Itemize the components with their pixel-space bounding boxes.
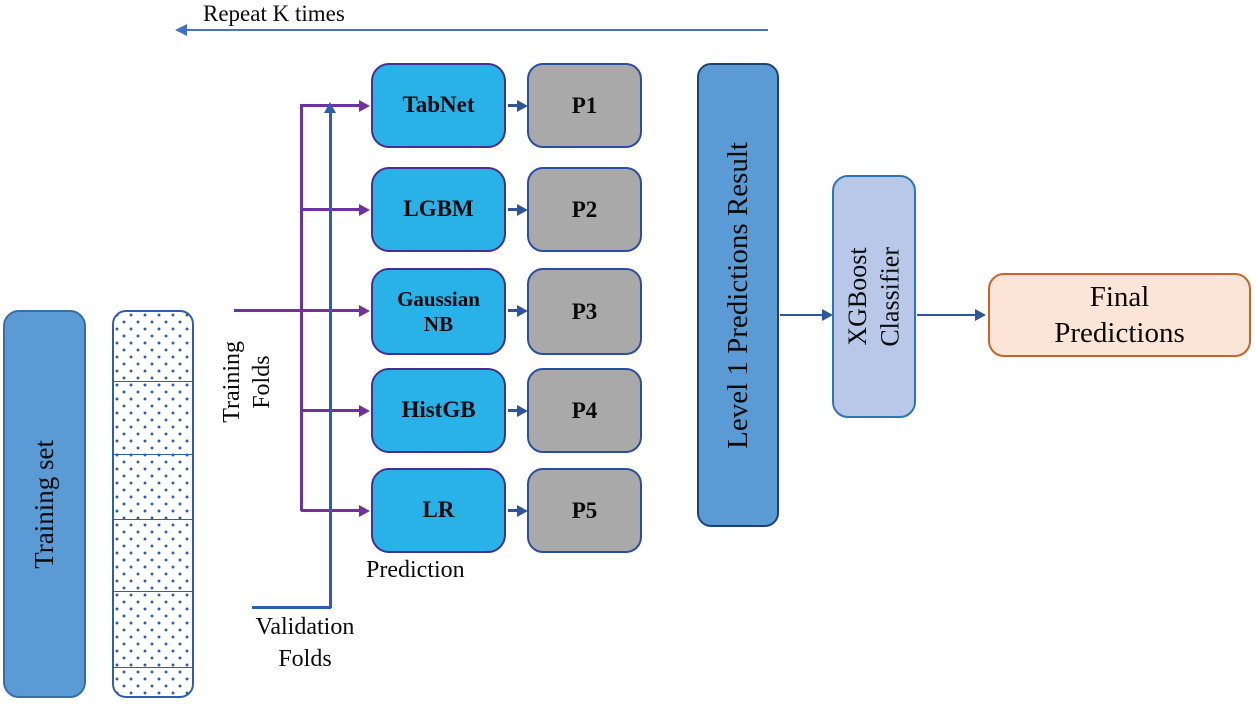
arrow-to-tabnet-head-icon	[359, 99, 370, 112]
model-box-lgbm: LGBM	[371, 167, 506, 252]
repeat-k-times-label: Repeat K times	[203, 1, 345, 26]
xgboost-classifier-box: XGBoost Classifier	[832, 175, 916, 418]
prediction-label-p3: P3	[571, 298, 598, 324]
final-predictions-box: Final Predictions	[988, 273, 1251, 357]
arrow-xgboost-final	[917, 313, 975, 317]
arrow-to-gaussiannb-head-icon	[359, 304, 370, 317]
model-label-lgbm: LGBM	[403, 196, 474, 222]
prediction-box-p5: P5	[527, 468, 642, 553]
prediction-caption: Prediction	[366, 557, 465, 583]
validation-folds-line-vertical	[329, 113, 332, 608]
prediction-box-p1: P1	[527, 63, 642, 148]
training-folds-label-wrap: Training Folds	[204, 312, 290, 452]
model-label-gaussiannb: Gaussian NB	[397, 287, 480, 336]
arrow-to-histgb-head-icon	[359, 404, 370, 417]
final-predictions-label: Final Predictions	[1054, 280, 1185, 349]
prediction-label-p2: P2	[571, 196, 598, 222]
fold-divider	[114, 667, 192, 668]
level1-predictions-label: Level 1 Predictions Result	[721, 141, 754, 449]
arrow-gaussiannb-p3-head-icon	[517, 304, 528, 317]
arrow-to-lgbm-head-icon	[359, 203, 370, 216]
repeat-loop-line	[186, 29, 768, 31]
arrow-gaussiannb-p3	[508, 309, 517, 312]
prediction-label-p5: P5	[571, 497, 598, 523]
arrow-histgb-p4	[508, 409, 517, 412]
arrow-lr-p5-head-icon	[517, 504, 528, 517]
prediction-box-p3: P3	[527, 268, 642, 355]
level1-predictions-box: Level 1 Predictions Result	[697, 63, 779, 527]
prediction-box-p2: P2	[527, 167, 642, 252]
arrow-xgboost-final-head-icon	[975, 309, 986, 321]
model-box-gaussiannb: Gaussian NB	[371, 268, 506, 355]
training-folds-label: Training Folds	[219, 341, 275, 423]
validation-folds-label: Validation Folds	[255, 614, 355, 673]
validation-folds-arrowhead-icon	[323, 102, 336, 113]
prediction-label-p4: P4	[571, 397, 598, 423]
folds-column	[112, 310, 194, 698]
fold-divider	[114, 519, 192, 520]
fold-divider	[114, 591, 192, 592]
arrow-lgbm-p2	[508, 208, 517, 211]
training-set-box: Training set	[3, 310, 86, 698]
prediction-label-p1: P1	[571, 92, 598, 118]
arrow-to-lr-head-icon	[359, 504, 370, 517]
repeat-loop-arrowhead-icon	[175, 23, 187, 36]
training-folds-feed-line	[234, 309, 301, 312]
model-box-histgb: HistGB	[371, 368, 506, 453]
arrow-lr-p5	[508, 509, 517, 512]
training-folds-trunk-line	[300, 104, 303, 511]
validation-folds-line-horizontal	[252, 606, 331, 609]
arrow-level1-xgboost	[780, 313, 822, 317]
arrow-lgbm-p2-head-icon	[517, 203, 528, 216]
fold-divider	[114, 454, 192, 455]
model-label-histgb: HistGB	[401, 397, 476, 423]
model-label-lr: LR	[422, 497, 455, 523]
model-label-tabnet: TabNet	[402, 92, 475, 118]
training-set-label: Training set	[29, 439, 59, 569]
xgboost-classifier-label: XGBoost Classifier	[842, 246, 905, 347]
fold-divider	[114, 381, 192, 382]
prediction-box-p4: P4	[527, 368, 642, 453]
model-box-lr: LR	[371, 468, 506, 553]
model-box-tabnet: TabNet	[371, 63, 506, 148]
arrow-tabnet-p1	[508, 104, 517, 107]
arrow-level1-xgboost-head-icon	[822, 309, 833, 321]
arrow-tabnet-p1-head-icon	[517, 99, 528, 112]
arrow-histgb-p4-head-icon	[517, 404, 528, 417]
